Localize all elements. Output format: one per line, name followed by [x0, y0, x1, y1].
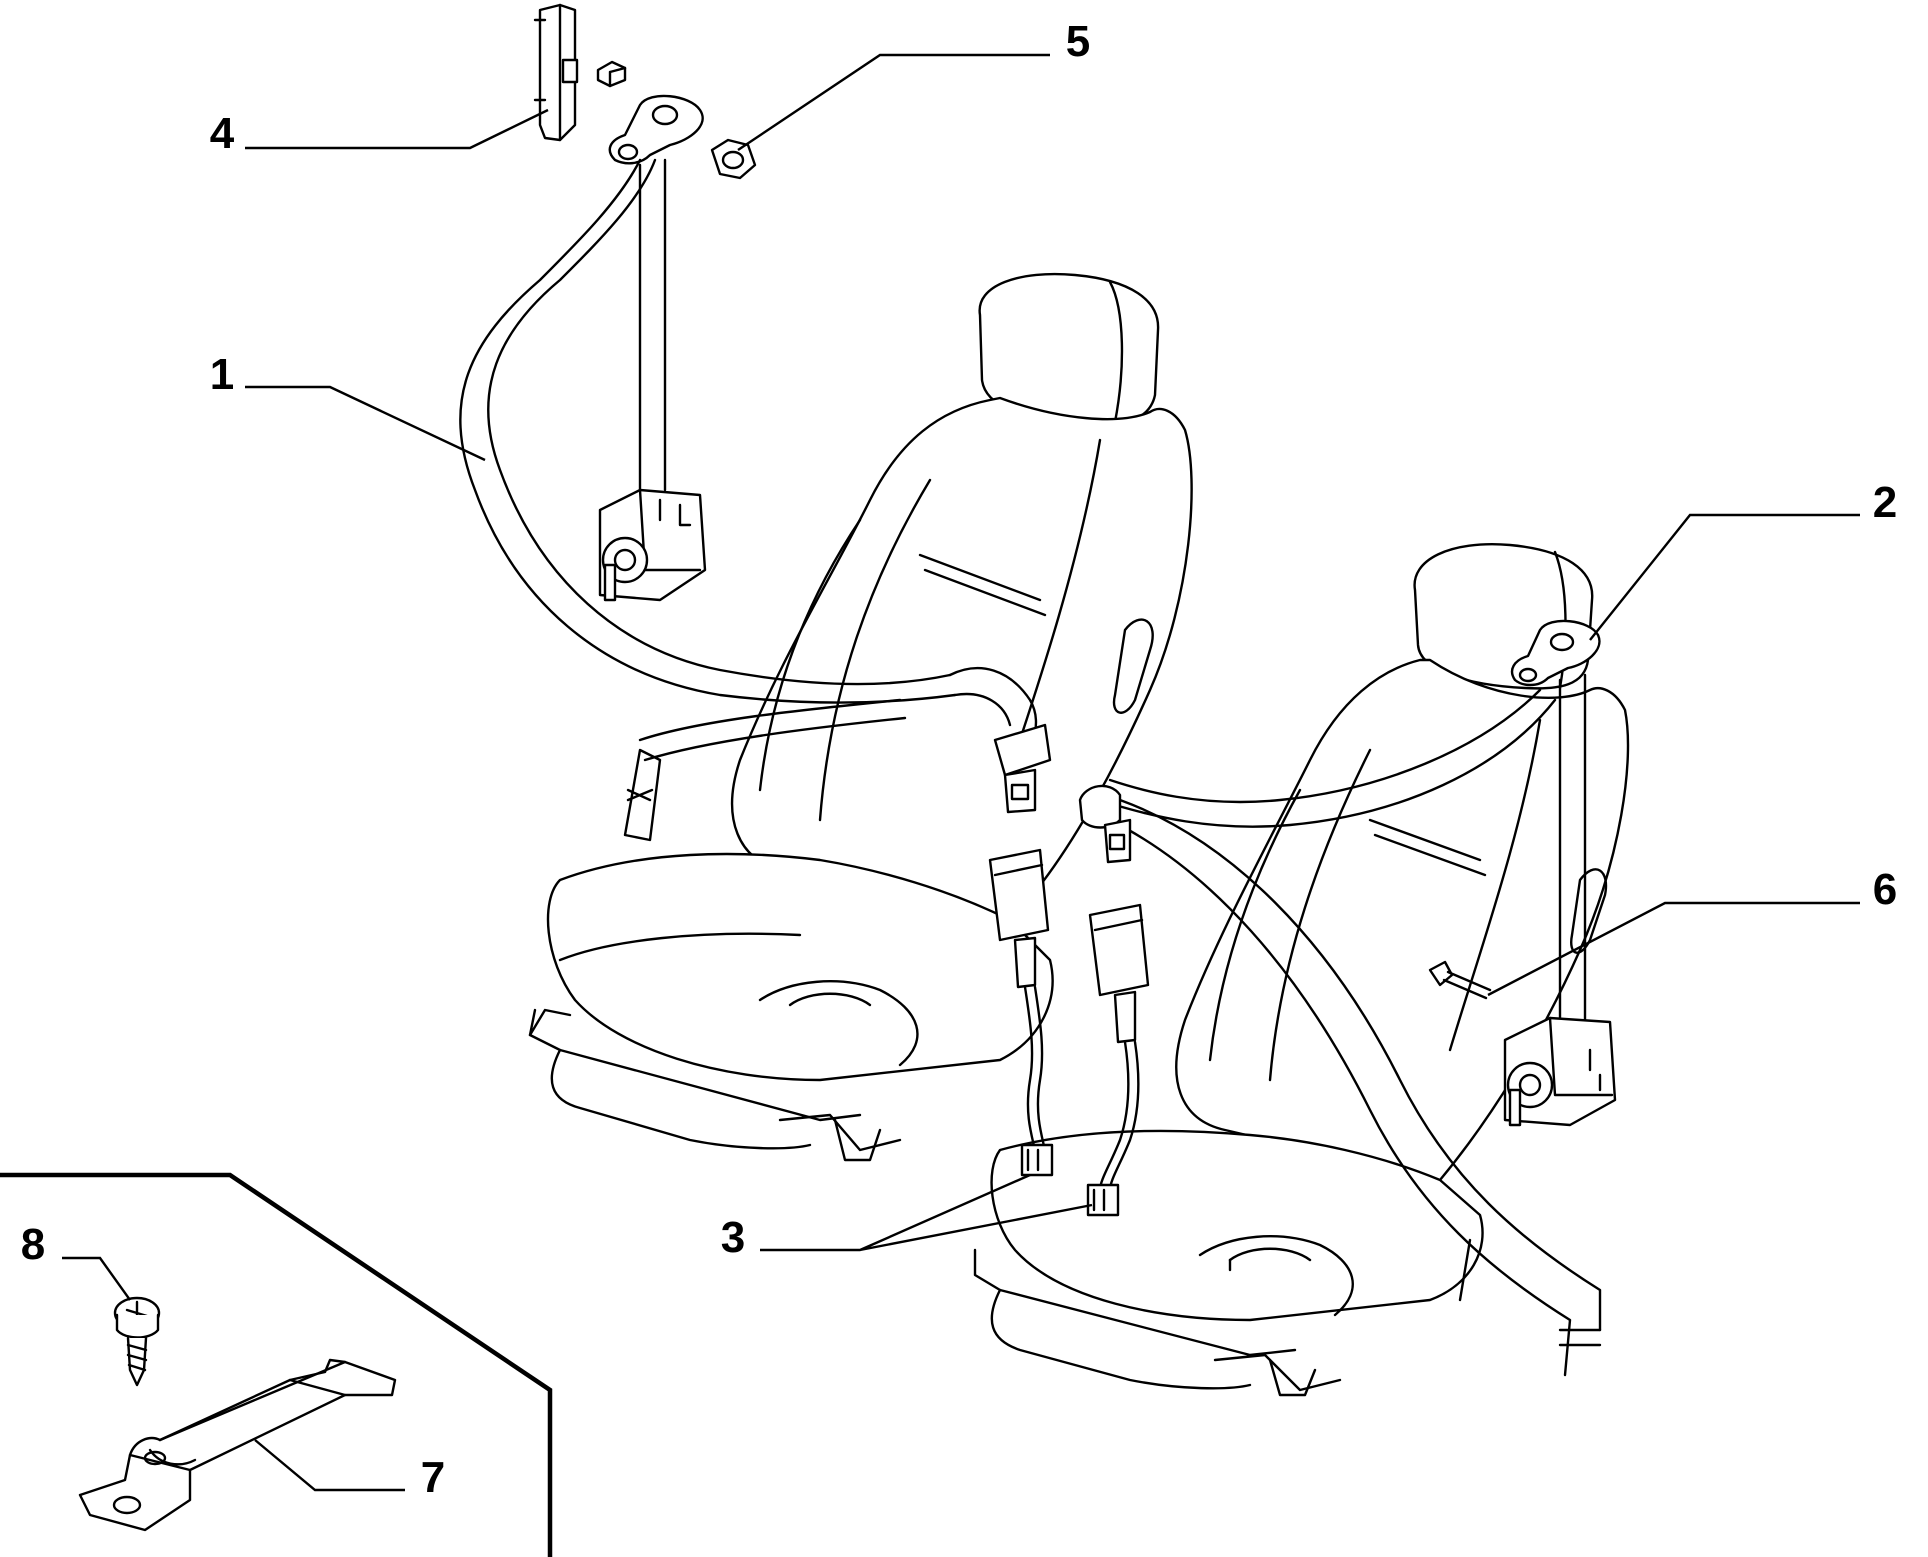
- inset-panel: [0, 1172, 553, 1557]
- part-5-nut: [710, 138, 757, 180]
- leader-lines: [62, 53, 1860, 1492]
- part-1-seat-belt-left: [459, 94, 1052, 814]
- callout-1: 1: [209, 350, 235, 399]
- callout-6: 6: [1872, 865, 1898, 914]
- part-8-screw: [113, 1296, 161, 1387]
- callout-3: 3: [720, 1213, 746, 1262]
- callout-5: 5: [1065, 17, 1091, 66]
- part-7-bracket: [78, 1358, 397, 1532]
- part-3-buckles: [988, 848, 1150, 1217]
- part-6-bolt: [1428, 960, 1492, 1000]
- callout-2: 2: [1872, 478, 1898, 527]
- part-4-height-adjuster: [533, 3, 627, 142]
- callout-8: 8: [20, 1220, 46, 1269]
- callout-4: 4: [209, 109, 235, 158]
- callout-7: 7: [420, 1453, 446, 1502]
- part-2-seat-belt-right: [1078, 619, 1617, 1377]
- left-seat: [528, 272, 1193, 1162]
